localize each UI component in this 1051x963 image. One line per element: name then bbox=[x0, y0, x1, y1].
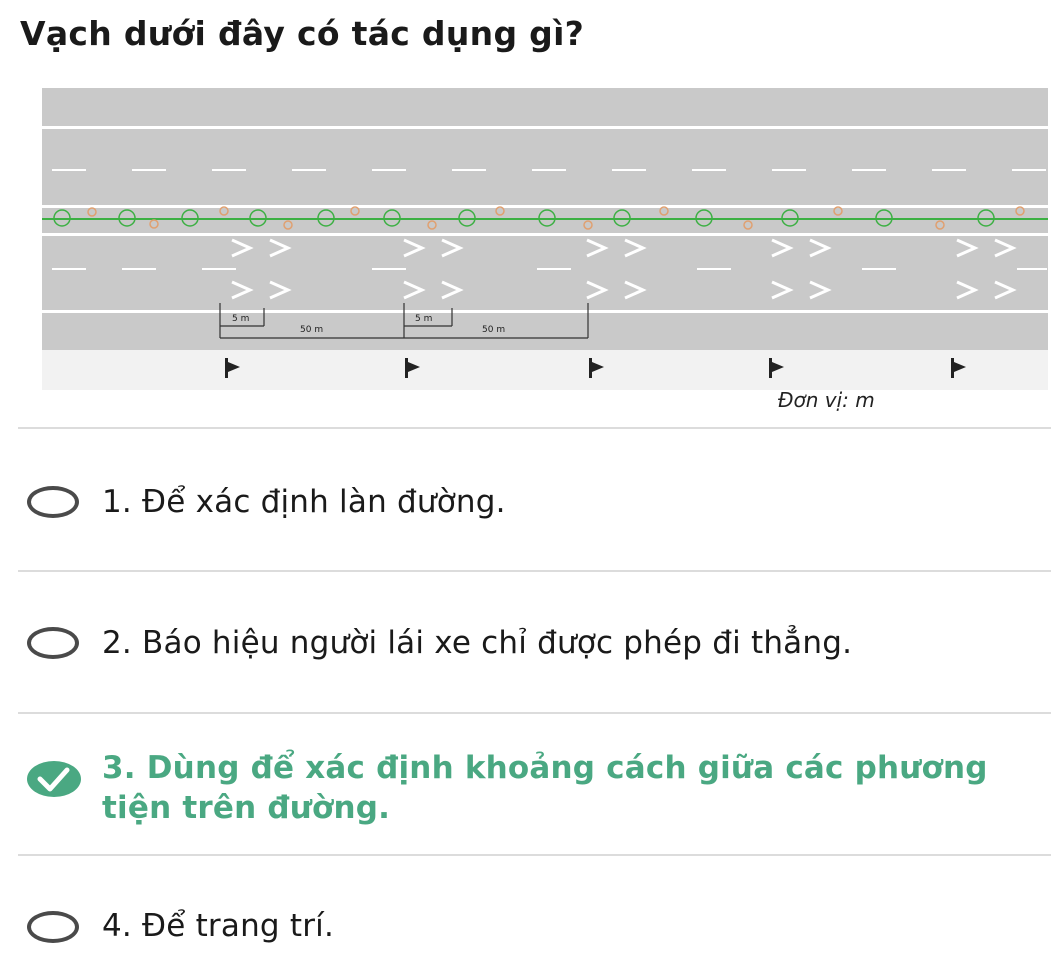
answer-text-correct: 3. Dùng để xác định khoảng cách giữa các… bbox=[102, 750, 988, 826]
answer-text: 4. Để trang trí. bbox=[102, 908, 335, 944]
divider bbox=[18, 854, 1051, 856]
lane-edge-line bbox=[42, 310, 1048, 313]
dimension-label: 5 m bbox=[415, 314, 432, 324]
answer-option-2[interactable]: 2. Báo hiệu người lái xe chỉ được phép đ… bbox=[24, 610, 1051, 680]
answer-option-1[interactable]: 1. Để xác định làn đường. bbox=[24, 468, 1051, 538]
answer-option-4[interactable]: 4. Để trang trí. bbox=[24, 895, 1051, 955]
unit-label: Đơn vị: m bbox=[778, 388, 875, 412]
radio-unchecked-icon[interactable] bbox=[27, 486, 79, 518]
median-strip-line bbox=[42, 218, 1048, 220]
divider bbox=[18, 427, 1051, 429]
answer-text: 2. Báo hiệu người lái xe chỉ được phép đ… bbox=[102, 625, 853, 661]
divider bbox=[18, 570, 1051, 572]
dimension-label: 50 m bbox=[300, 325, 323, 335]
lane-edge-line bbox=[42, 233, 1048, 236]
question-title: Vạch dưới đây có tác dụng gì? bbox=[20, 14, 585, 53]
dashed-lane-line bbox=[52, 268, 1047, 270]
roadside-area bbox=[42, 350, 1048, 390]
lane-edge-line bbox=[42, 205, 1048, 208]
answer-option-3[interactable]: 3. Dùng để xác định khoảng cách giữa các… bbox=[24, 748, 1051, 838]
median-shrubs bbox=[53, 209, 995, 227]
distance-signposts bbox=[225, 358, 966, 378]
radio-unchecked-icon[interactable] bbox=[27, 911, 79, 943]
lane-edge-line bbox=[42, 126, 1048, 129]
road-marking-diagram: 5 m 50 m 5 m 50 m bbox=[42, 88, 1048, 390]
check-selected-icon[interactable] bbox=[26, 760, 82, 798]
dashed-lane-line bbox=[52, 169, 1046, 171]
chevron-markings bbox=[231, 238, 1017, 300]
divider bbox=[18, 712, 1051, 714]
dimension-label: 50 m bbox=[482, 325, 505, 335]
answer-text: 1. Để xác định làn đường. bbox=[102, 484, 506, 520]
dimension-label: 5 m bbox=[232, 314, 249, 324]
dimension-lines bbox=[219, 303, 589, 339]
median-flowers bbox=[87, 206, 1025, 230]
radio-unchecked-icon[interactable] bbox=[27, 627, 79, 659]
